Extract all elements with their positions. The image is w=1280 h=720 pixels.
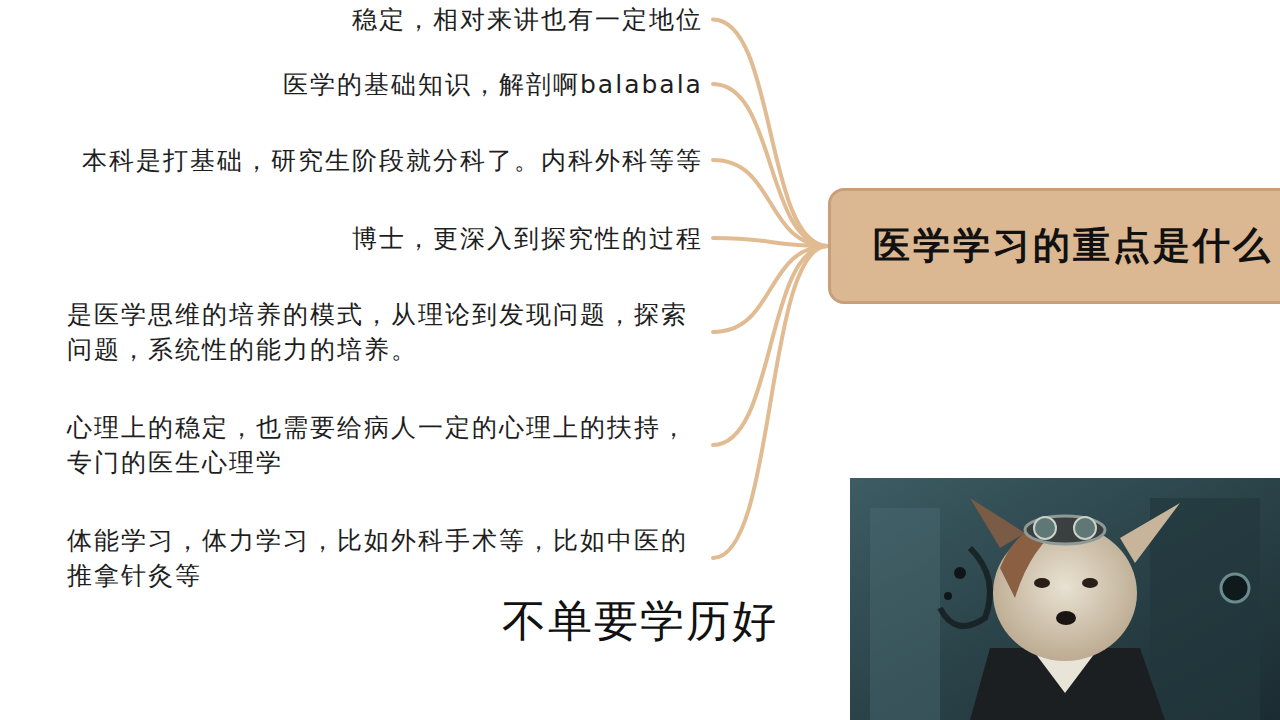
node-text: 博士，更深入到探究性的过程 [352, 221, 703, 256]
branch-curve [713, 246, 828, 445]
node-text: 稳定，相对来讲也有一定地位 [352, 2, 703, 37]
node-text: 是医学思维的培养的模式，从理论到发现问题，探索问题，系统性的能力的培养。 [67, 297, 703, 367]
node-text: 医学的基础知识，解剖啊balabala [283, 67, 703, 102]
branch-topic: 是医学思维的培养的模式，从理论到发现问题，探索问题，系统性的能力的培养。 [65, 297, 705, 367]
branch-curve [713, 246, 828, 332]
video-thumbnail [850, 478, 1280, 720]
branch-topic: 博士，更深入到探究性的过程 [350, 221, 705, 256]
branch-topic: 医学的基础知识，解剖啊balabala [281, 67, 705, 102]
node-text: 医学学习的重点是什么 [873, 221, 1280, 271]
node-text: 本科是打基础，研究生阶段就分科了。内科外科等等 [82, 143, 703, 178]
branch-curve [713, 238, 828, 246]
branch-curve [713, 20, 828, 247]
branch-topic: 体能学习，体力学习，比如外科手术等，比如中医的推拿针灸等 [65, 523, 705, 593]
branch-topic: 本科是打基础，研究生阶段就分科了。内科外科等等 [80, 143, 705, 178]
node-text: 体能学习，体力学习，比如外科手术等，比如中医的推拿针灸等 [67, 523, 703, 593]
branch-curve [713, 246, 828, 558]
node-text: 心理上的稳定，也需要给病人一定的心理上的扶持，专门的医生心理学 [67, 410, 703, 480]
branch-topic: 心理上的稳定，也需要给病人一定的心理上的扶持，专门的医生心理学 [65, 410, 705, 480]
topic-box: 医学学习的重点是什么 [828, 188, 1280, 304]
branch-topic: 稳定，相对来讲也有一定地位 [350, 2, 705, 37]
branch-curve [713, 84, 828, 246]
branch-curve [713, 160, 828, 246]
video-subtitle: 不单要学历好 [0, 592, 1280, 651]
